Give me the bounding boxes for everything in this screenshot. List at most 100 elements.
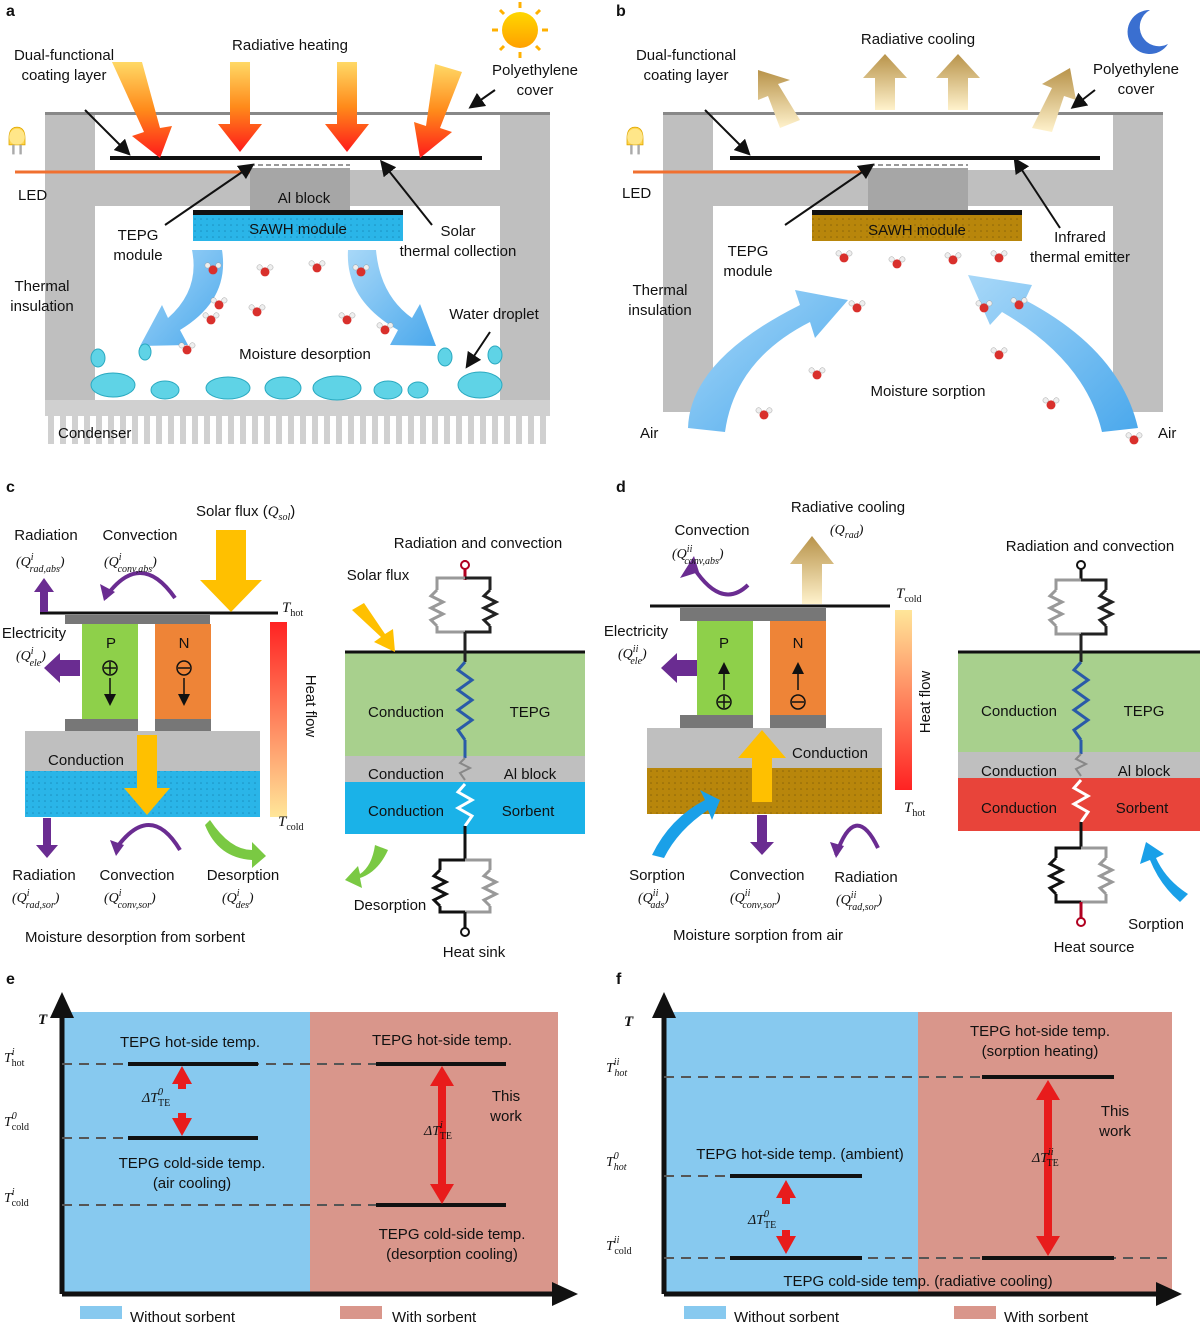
region-without-sorbent	[664, 1012, 918, 1294]
label-solar-flux: Solar flux (Qsol)	[196, 503, 295, 523]
level-guides	[664, 1076, 1172, 1259]
cold-left-note: (air cooling)	[153, 1175, 231, 1192]
t-cold-label: Tcold	[896, 586, 922, 605]
circuit-conduction-2: Conduction	[368, 766, 444, 783]
label-electricity: Electricity	[604, 623, 669, 640]
label-air-right: Air	[1158, 425, 1176, 442]
label-radiative-heating: Radiative heating	[232, 37, 348, 54]
t-hot-label: Thot	[282, 600, 303, 619]
radiative-cooling-arrows	[758, 54, 1076, 132]
label-sawh: SAWH module	[868, 222, 966, 239]
circuit-al-label: Al block	[504, 766, 557, 783]
label-insulation-1: Thermal	[14, 278, 69, 295]
circuit-conduction-3: Conduction	[981, 800, 1057, 817]
n-label: N	[793, 635, 804, 652]
label-sorption: Sorption	[629, 867, 685, 884]
legend-swatch-with	[954, 1306, 996, 1319]
heat-sink-label: Heat sink	[443, 944, 506, 961]
circuit-conduction-2: Conduction	[981, 763, 1057, 780]
temperature-levels	[128, 1062, 506, 1207]
hot-right-note: (sorption heating)	[982, 1043, 1099, 1060]
radiative-heating-arrows	[112, 62, 462, 158]
label-led: LED	[622, 185, 651, 202]
label-polyethylene-1: Polyethylene	[492, 62, 578, 79]
label-dual-coating-1: Dual-functional	[14, 47, 114, 64]
axis-t: T	[624, 1014, 634, 1030]
circuit-title: Radiation and convection	[394, 535, 562, 552]
heat-flow-bar	[895, 610, 912, 790]
label-infrared-2: thermal emitter	[1030, 249, 1130, 266]
legend-swatch-without	[684, 1306, 726, 1319]
condenser-top	[45, 400, 550, 416]
label-tepg-2: module	[723, 263, 772, 280]
axis-t: T	[38, 1012, 48, 1028]
legend-with: With sorbent	[1004, 1309, 1089, 1324]
hot-ambient-label: TEPG hot-side temp. (ambient)	[696, 1146, 904, 1163]
led-icon	[8, 126, 26, 155]
radiative-cooling-arrow	[790, 536, 834, 604]
heat-source-label: Heat source	[1054, 939, 1135, 956]
panel-letter: e	[6, 971, 15, 988]
p-label: P	[719, 635, 729, 652]
delta-arrows	[172, 1066, 454, 1204]
convection-top-arrow	[103, 571, 177, 600]
label-condenser: Condenser	[58, 425, 131, 442]
label-polyethylene-1: Polyethylene	[1093, 61, 1179, 78]
circuit-sorbent-label: Sorbent	[1116, 800, 1169, 817]
t-hot-label: Thot	[904, 800, 925, 819]
circuit-desorption-arrow	[345, 845, 388, 888]
label-infrared-1: Infrared	[1054, 229, 1106, 246]
cold-left-label: TEPG cold-side temp.	[119, 1155, 266, 1172]
q-rad: (Qrad)	[830, 523, 864, 541]
conduction-label: Conduction	[792, 745, 868, 762]
label-solar-1: Solar	[440, 223, 475, 240]
al-block	[250, 168, 350, 210]
label-convection-bottom: Convection	[99, 867, 174, 884]
conduction-arrow	[738, 730, 786, 802]
circuit-conduction-1: Conduction	[368, 704, 444, 721]
panel-letter: d	[616, 479, 626, 496]
label-air-left: Air	[640, 425, 658, 442]
label-radiation-bottom: Radiation	[12, 867, 75, 884]
legend-without: Without sorbent	[734, 1309, 840, 1324]
convection-bottom-arrow	[750, 815, 774, 855]
caption: Moisture sorption from air	[673, 927, 843, 944]
this-work-2: work	[1098, 1123, 1131, 1140]
label-desorption: Desorption	[207, 867, 280, 884]
desorption-arrows	[140, 250, 436, 346]
sawh-module	[193, 215, 403, 241]
label-convection-top: Convection	[102, 527, 177, 544]
panel-letter: f	[616, 971, 622, 988]
sun-icon	[492, 2, 548, 58]
delta-arrows	[776, 1080, 1060, 1256]
label-polyethylene-2: cover	[1118, 81, 1155, 98]
led-icon	[626, 126, 644, 155]
legend-swatch-with	[340, 1306, 382, 1319]
cold-right-label: TEPG cold-side temp.	[379, 1226, 526, 1243]
label-tepg-1: TEPG	[118, 227, 159, 244]
label-radiative-cooling: Radiative cooling	[861, 31, 975, 48]
label-polyethylene-2: cover	[517, 82, 554, 99]
panel-letter: a	[6, 3, 15, 20]
label-radiation-bottom: Radiation	[834, 869, 897, 886]
conduction-arrow	[124, 735, 170, 815]
circuit-resistors	[1046, 560, 1116, 927]
electricity-arrow	[44, 653, 80, 683]
housing-frame	[45, 112, 550, 412]
label-sawh: SAWH module	[249, 221, 347, 238]
solar-flux-arrow	[200, 530, 262, 612]
circuit-title: Radiation and convection	[1006, 538, 1174, 555]
circuit-al-block	[345, 756, 585, 782]
hot-right-label: TEPG hot-side temp.	[372, 1032, 512, 1049]
legend-swatch-without	[80, 1306, 122, 1319]
